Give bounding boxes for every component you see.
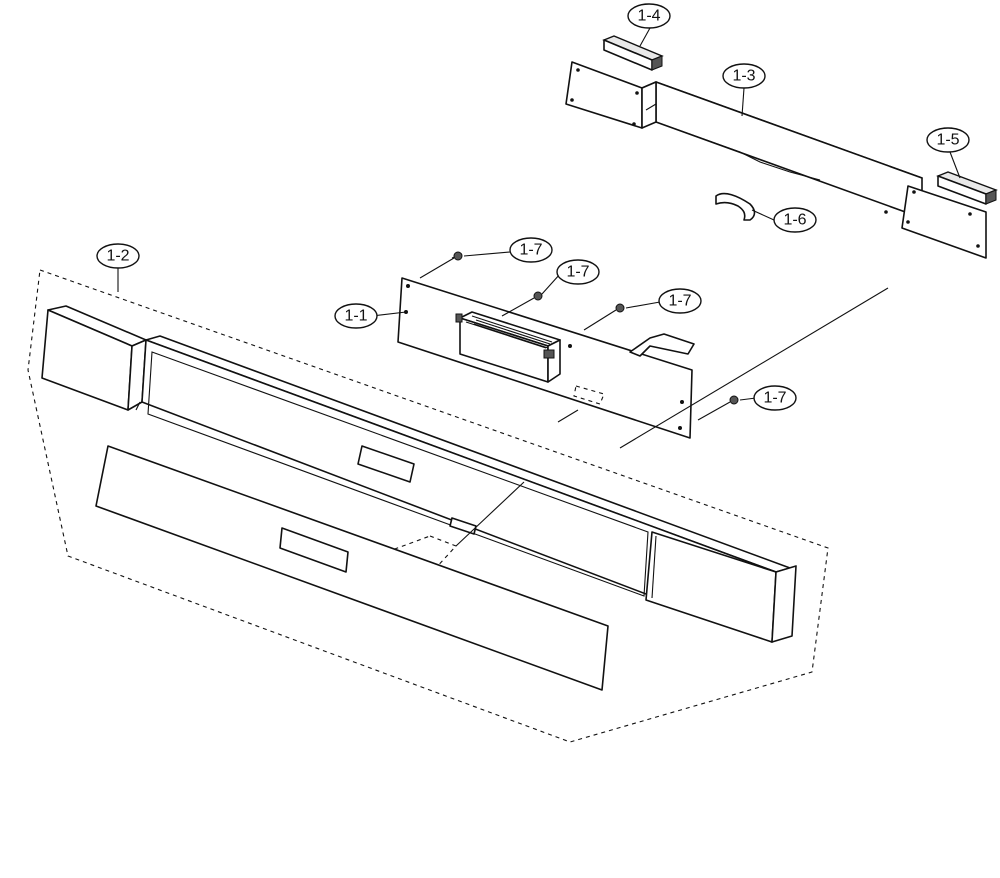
callout-leaders <box>117 27 961 401</box>
part-1-1-control-board <box>397 277 695 439</box>
svg-text:1-1: 1-1 <box>344 308 367 325</box>
guide-line-lower <box>557 409 579 423</box>
callout-1-6: 1-6 <box>773 207 817 233</box>
svg-text:1-7: 1-7 <box>763 390 786 407</box>
assembly-boundary <box>27 269 829 743</box>
callout-1-5: 1-5 <box>926 127 970 153</box>
svg-text:1-7: 1-7 <box>668 293 691 310</box>
callout-1-7-d: 1-7 <box>753 385 797 411</box>
part-1-2-control-panel <box>41 305 797 643</box>
svg-text:1-3: 1-3 <box>732 68 755 85</box>
callout-1-3: 1-3 <box>722 63 766 89</box>
callout-1-2: 1-2 <box>96 243 140 269</box>
part-1-6-clip <box>715 192 756 221</box>
front-overlay-panel <box>95 445 609 691</box>
callout-1-7-b: 1-7 <box>556 259 600 285</box>
part-1-4-block <box>602 35 664 71</box>
part-1-3-top-bracket <box>565 61 987 259</box>
svg-text:1-4: 1-4 <box>637 8 660 25</box>
callout-1-4: 1-4 <box>627 3 671 29</box>
callout-1-7-c: 1-7 <box>658 288 702 314</box>
svg-text:1-5: 1-5 <box>936 132 959 149</box>
callout-1-7-a: 1-7 <box>509 237 553 263</box>
screw-1-7-d <box>697 395 739 421</box>
screw-1-7-c <box>583 303 625 331</box>
svg-text:1-7: 1-7 <box>566 264 589 281</box>
screw-1-7-b <box>501 291 543 317</box>
part-1-5-block <box>936 171 998 205</box>
guide-line-upper <box>619 287 889 449</box>
svg-text:1-7: 1-7 <box>519 242 542 259</box>
svg-text:1-6: 1-6 <box>783 212 806 229</box>
screw-1-7-a <box>419 251 463 279</box>
callout-1-1: 1-1 <box>334 303 378 329</box>
svg-text:1-2: 1-2 <box>106 248 129 265</box>
